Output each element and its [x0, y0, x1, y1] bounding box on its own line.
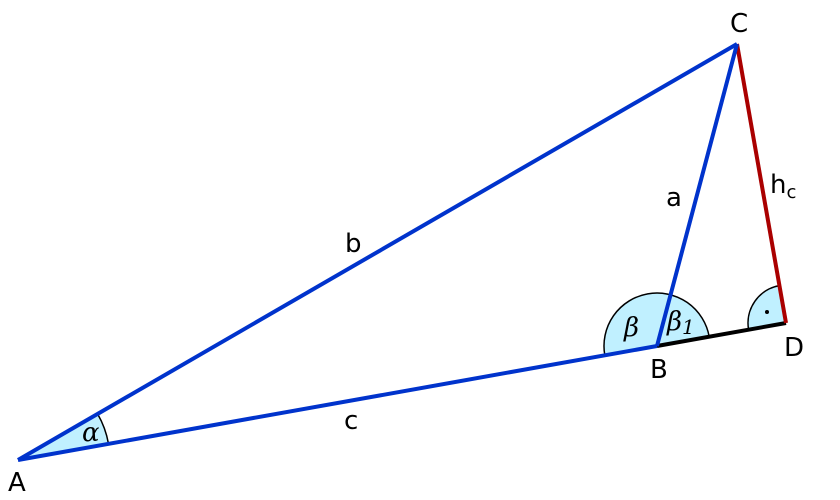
side-a-label: a: [666, 183, 682, 213]
side-c: [17, 344, 658, 462]
vertex-A-label: A: [8, 468, 26, 498]
right-angle-arc: [747, 284, 780, 330]
angle-beta1-label: β1: [666, 307, 695, 339]
extension-BD: [656, 321, 787, 348]
angle-beta-label: β: [623, 313, 639, 343]
beta1-main: β: [666, 307, 682, 337]
vertex-B-label: B: [650, 355, 668, 385]
altitude-hc-label: hc: [770, 170, 796, 203]
side-c-label: c: [344, 406, 358, 436]
vertex-C-label: C: [730, 9, 748, 39]
side-b: [16, 42, 739, 462]
side-a: [655, 43, 739, 347]
right-angle-sector: [748, 285, 786, 330]
altitude-hc: [735, 43, 788, 324]
hc-main: h: [770, 170, 786, 200]
side-b-label: b: [345, 229, 362, 259]
angle-beta-arc: [603, 292, 710, 356]
angle-alpha-label: α: [82, 418, 100, 448]
hc-sub: c: [786, 182, 796, 203]
right-angle-dot: [765, 310, 769, 314]
beta1-sub: 1: [682, 315, 695, 339]
vertex-D-label: D: [784, 333, 804, 363]
